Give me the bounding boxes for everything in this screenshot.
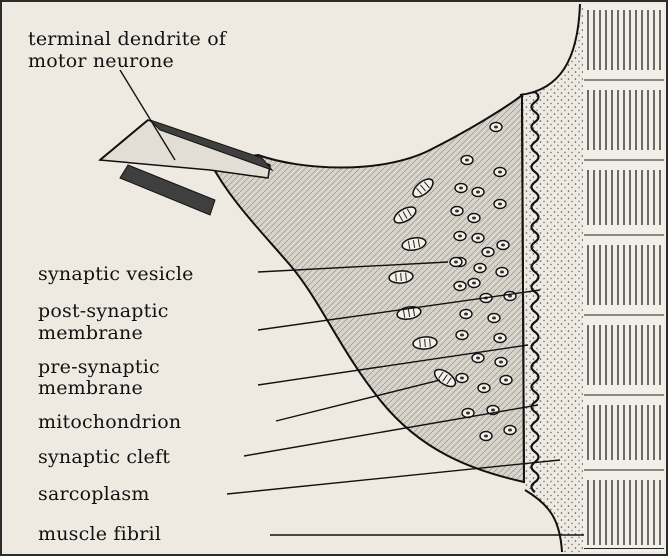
vesicle-core — [498, 171, 502, 174]
vesicle-core — [492, 317, 496, 320]
vesicle-core — [476, 191, 480, 194]
label-post-synaptic-line1: post-synaptic — [38, 300, 169, 322]
nerve-terminal — [210, 95, 524, 482]
label-pre-synaptic-line2: membrane — [38, 377, 143, 399]
vesicle-core — [458, 285, 462, 288]
label-muscle-fibril: muscle fibril — [38, 523, 161, 545]
vesicle-core — [458, 235, 462, 238]
vesicle-core — [482, 387, 486, 390]
vesicle-core — [476, 357, 480, 360]
vesicle-core — [478, 267, 482, 270]
label-pre-synaptic-line1: pre-synaptic — [38, 356, 160, 378]
label-post-synaptic-line2: membrane — [38, 322, 143, 344]
vesicle-core — [460, 334, 464, 337]
mitochondrion-crista — [425, 339, 426, 347]
vesicle-core — [454, 261, 458, 264]
label-mitochondrion: mitochondrion — [38, 411, 181, 433]
vesicle-core — [500, 271, 504, 274]
label-terminal-dendrite-line2: motor neurone — [28, 50, 174, 72]
label-terminal-dendrite-line1: terminal dendrite of — [28, 28, 228, 50]
mitochondrion-crista — [406, 273, 407, 281]
label-synaptic-vesicle: synaptic vesicle — [38, 263, 194, 285]
vesicle-core — [460, 377, 464, 380]
label-synaptic-cleft: synaptic cleft — [38, 446, 170, 468]
vesicle-core — [504, 379, 508, 382]
vesicle-core — [499, 361, 503, 364]
vesicle-core — [465, 159, 469, 162]
vesicle-core — [476, 237, 480, 240]
vesicle-core — [466, 412, 470, 415]
label-sarcoplasm: sarcoplasm — [38, 483, 150, 505]
mitochondrion-crista — [430, 339, 431, 347]
mitochondrion-crista — [401, 273, 402, 281]
vesicle-core — [455, 210, 459, 213]
vesicle-core — [491, 409, 495, 412]
vesicle-core — [459, 187, 463, 190]
vesicle-core — [472, 282, 476, 285]
vesicle-core — [494, 126, 498, 129]
vesicle-core — [498, 337, 502, 340]
sarcoplasm-region — [520, 4, 583, 552]
mitochondrion-crista — [420, 339, 421, 347]
vesicle-core — [501, 244, 505, 247]
muscle-fibril — [583, 4, 664, 552]
vesicle-core — [472, 217, 476, 220]
vesicle-core — [484, 435, 488, 438]
vesicle-core — [508, 429, 512, 432]
mitochondrion-crista — [396, 273, 397, 281]
vesicle-core — [486, 251, 490, 254]
vesicle-core — [464, 313, 468, 316]
vesicle-core — [498, 203, 502, 206]
